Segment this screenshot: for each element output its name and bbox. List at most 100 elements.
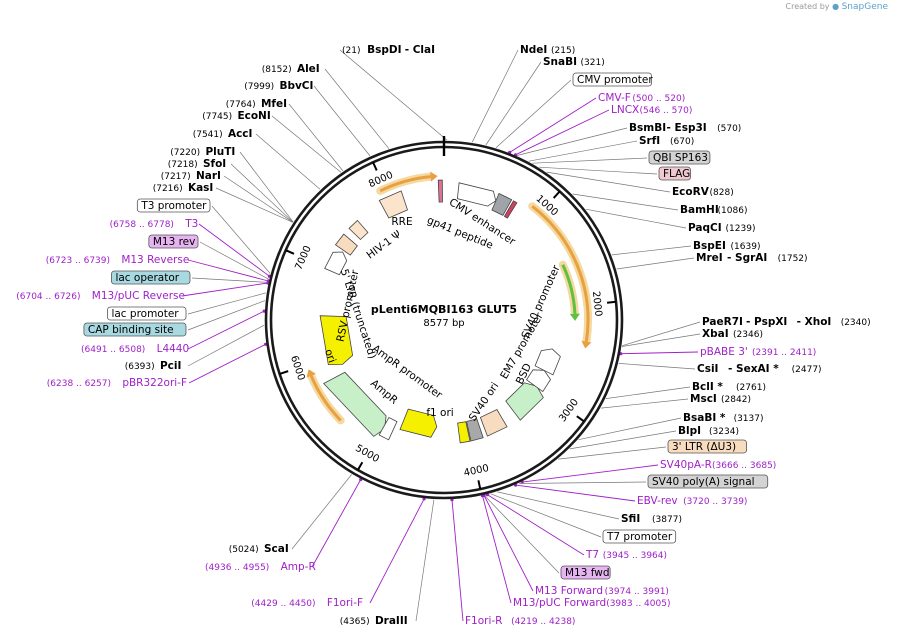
site-position-mfei: (7764) <box>226 100 256 110</box>
site-name-paqci: PaqCI <box>688 222 722 234</box>
site-name-pluti: PluTI <box>205 146 235 158</box>
leader-pluti <box>239 151 294 223</box>
cmv-promoter-box <box>491 192 513 216</box>
site-name-paer7i: - XhoI <box>797 316 832 328</box>
primer-range-cmv-f: (500 .. 520) <box>632 94 685 104</box>
primer-name-l4440: L4440 <box>157 343 190 355</box>
feature-label-m13-fwd: M13 fwd <box>565 567 610 579</box>
annotation-amp-r: (4936 .. 4955)Amp-R <box>205 561 316 573</box>
primer-range-l4440: (6491 .. 6508) <box>81 345 145 355</box>
annotation-qbi-sp163: QBI SP163 <box>648 150 711 165</box>
primer-range-pbabe3: (2391 .. 2411) <box>752 348 816 358</box>
feature-label-cap-binding: CAP binding site <box>88 324 174 336</box>
site-position-bbvci: (7999) <box>244 82 274 92</box>
leader-acci <box>255 133 321 190</box>
site-position-bsmbi: (570) <box>717 124 741 134</box>
annotation-sv40-polya: SV40 poly(A) signal <box>647 474 769 489</box>
site-position-mrei: (1752) <box>778 254 808 264</box>
site-name-acci: AccI <box>228 128 252 140</box>
feature-label-flag: FLAG <box>663 168 690 180</box>
primer-name-m13puc-forward: M13/pUC Forward <box>513 597 606 609</box>
site-position-paer7i: (2340) <box>841 318 871 328</box>
bsd-arrow <box>505 382 544 421</box>
annotation-blpi: BlpI(3234) <box>678 425 739 437</box>
leader-sfoi <box>230 163 294 223</box>
leader-bbvci <box>313 85 371 157</box>
tick-label-3000: 3000 <box>557 397 581 424</box>
leader-qbi-sp163 <box>532 157 648 164</box>
site-name-csii: CsiI <box>697 363 718 375</box>
annotation-bbvci: (7999)BbvCI <box>244 80 313 92</box>
annotation-bsabi: BsaBI *(3137) <box>683 412 764 424</box>
annotation-mrei: MreI- SgrAI(1752) <box>696 252 808 264</box>
leader-m13puc-reverse <box>181 282 268 297</box>
leader-ltr3 <box>558 446 667 460</box>
leader-msci <box>600 398 689 409</box>
leader-pbr322ori-f <box>188 343 266 384</box>
site-position-kasi: (7216) <box>153 184 183 194</box>
tick-label-4000: 4000 <box>463 463 490 479</box>
feature-label-lac-operator: lac operator <box>115 272 179 284</box>
annotation-xbai: XbaI(2346) <box>702 328 763 340</box>
leader-lncx <box>515 109 610 156</box>
feature-box-flag <box>658 166 691 181</box>
site-name-snabi: SnaBI <box>543 56 577 68</box>
site-name-sfii: SfiI <box>621 513 640 525</box>
tick-mark-1000 <box>552 190 561 199</box>
primer-range-pbr322ori-f: (6238 .. 6257) <box>47 379 111 389</box>
annotation-t3: (6758 .. 6778)T3 <box>110 218 199 230</box>
site-name-msci: MscI <box>690 393 717 405</box>
site-position-sfoi: (7218) <box>168 160 198 170</box>
leader-bsabi <box>578 417 682 441</box>
feature-box-cmv-promoter <box>572 72 652 87</box>
site-position-alei: (8152) <box>262 65 292 75</box>
annotation-ebv-rev: EBV-rev(3720 .. 3739) <box>637 495 747 507</box>
site-name-bcli: BclI * <box>692 381 723 393</box>
leader-pbabe3 <box>620 351 699 355</box>
leader-mrei <box>616 257 695 270</box>
primer-name-amp-r: Amp-R <box>281 561 316 573</box>
primer-name-cmv-f: CMV-F <box>598 92 631 104</box>
watermark: Created by ● SnapGene <box>786 2 889 12</box>
sv40-ori-yellow-box <box>457 421 471 444</box>
site-name-bamhi: BamHI <box>680 204 719 216</box>
leader-lac-operator <box>191 277 269 283</box>
tick-mark-2000 <box>606 300 617 304</box>
leader-cmv-f <box>509 97 597 153</box>
site-name-paer7i: - PspXI <box>746 316 787 328</box>
leader-ecorv <box>546 171 671 193</box>
site-name-pcii: PciI <box>160 360 181 372</box>
primer-range-sv40pa-r: (3666 .. 3685) <box>712 461 776 471</box>
annotation-t3-promoter: T3 promoter <box>136 198 211 213</box>
feature-box-t7-promoter <box>602 529 677 544</box>
annotation-paer7i: PaeR7I- PspXI- XhoI(2340) <box>702 316 871 328</box>
tick-mark-6000 <box>279 370 289 375</box>
primer-name-f1ori-f: F1ori-F <box>327 597 363 609</box>
leader-paer7i <box>622 321 701 347</box>
primer-range-t7: (3945 .. 3964) <box>603 551 667 561</box>
site-position-blpi: (3234) <box>709 427 739 437</box>
annotation-pluti: (7220) PluTI <box>170 146 235 158</box>
backbone-ring <box>264 136 624 500</box>
site-name-scai: ScaI <box>264 543 289 555</box>
leader-m13-forward <box>483 495 534 592</box>
site-position-csii: (2477) <box>792 365 822 375</box>
site-position-bamhi: (1086) <box>718 206 748 216</box>
primer-range-t3: (6758 .. 6778) <box>110 220 174 230</box>
site-name-bspdi: BspDI <box>367 44 401 56</box>
orf-arc-right <box>531 205 590 342</box>
site-position-msci: (2842) <box>721 395 751 405</box>
watermark-brand: SnapGene <box>841 2 888 12</box>
leader-flag <box>539 166 658 175</box>
site-position-bspei: (1639) <box>731 242 761 252</box>
rre-box <box>378 190 408 219</box>
annotation-bspdi: (21)BspDI- ClaI <box>342 44 435 56</box>
leader-cap-binding <box>187 300 266 331</box>
leader-lines <box>181 49 701 622</box>
site-position-pluti: (7220) <box>170 148 200 158</box>
plasmid-name: pLenti6MQBI163 GLUT5 <box>371 303 517 316</box>
tick-mark-4000 <box>477 480 482 490</box>
annotation-sfii: SfiI(3877) <box>621 513 682 525</box>
feature-label-qbi-sp163: QBI SP163 <box>653 152 708 164</box>
